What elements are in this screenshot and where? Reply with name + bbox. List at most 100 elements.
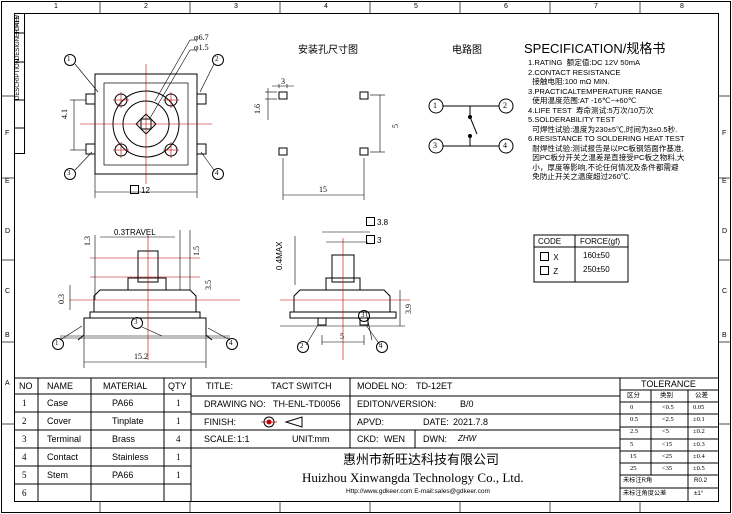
dim-left-4: 3.5 [204, 280, 213, 290]
unit-label: UNIT:mm [292, 434, 330, 444]
dim-width: 12 [130, 185, 150, 195]
bom-header-no: NO [19, 381, 33, 391]
zone-side-e: E [5, 178, 10, 185]
tolerance-header-2: 类别 [660, 392, 673, 399]
zone-side-f: F [5, 130, 10, 137]
dim-outer-diameter: φ6.7 [194, 33, 209, 42]
spec-line: 因PC板分开关之温差是直接受PC板之物料,大 [528, 153, 685, 162]
zone-top-5: 5 [414, 3, 418, 10]
spec-line: 使用温度范围:AT -16℃~+60℃ [528, 96, 637, 105]
spec-line: 6.RESISTANCE TO SOLDERING HEAT TEST [528, 134, 685, 143]
bom-cell-name: Cover [47, 416, 72, 426]
drawing-no-label: DRAWING NO: [204, 399, 266, 409]
apvd-label: APVD: [357, 417, 385, 427]
callout-right-2: 2 [300, 342, 304, 350]
tolerance-cell: 5 [630, 440, 634, 448]
spec-line: 小，厚度等影响,不论任何情况及条件都需避 [528, 162, 679, 172]
spec-line: 1.RATING 额定值:DC 12V 50mA [528, 58, 641, 67]
force-header-code: CODE [538, 237, 562, 246]
bom-cell-qty: 4 [176, 434, 181, 444]
callout-4: 4 [215, 169, 219, 177]
bom-header-qty: QTY [168, 381, 187, 391]
force-row-2-code-value: Z [553, 267, 559, 276]
spec-line: 可焊性试验:温度为230±5℃,时间为3±0.5秒. [528, 124, 678, 134]
zone-side-e-right: E [722, 178, 727, 185]
tolerance-cell: 0 [630, 404, 634, 411]
bom-cell-material: Brass [112, 434, 136, 444]
tolerance-cell: 2.5 [630, 428, 639, 436]
dim-right-max: 0.4MAX [275, 241, 284, 270]
tolerance-cell: 15 [630, 452, 637, 460]
zone-side-c: C [5, 288, 11, 295]
force-header-force: FORCE(gf) [580, 237, 620, 246]
circuit-title: 电路图 [452, 45, 482, 56]
dim-right-2-value: 3 [377, 236, 382, 245]
force-row-1-code: X [540, 252, 559, 262]
callout-1: 1 [67, 55, 71, 63]
edition-value: B/0 [460, 399, 474, 409]
spec-line: 免防止开关之温度超过260℃. [528, 172, 631, 181]
tolerance-footer-cell: R0.2 [694, 477, 708, 484]
callout-3: 3 [67, 169, 71, 177]
drawing-no-value: TH-ENL-TD0056 [273, 399, 341, 409]
title-value: TACT SWITCH [271, 381, 332, 391]
bom-header-material: MATERIAL [103, 381, 148, 391]
rev-block-date: DATE [15, 15, 21, 31]
dim-right-2: 3 [366, 235, 381, 245]
spec-line: 接触电阻:100 mΩ MIN. [528, 77, 610, 86]
force-row-1-value: 160±50 [583, 251, 610, 260]
spec-line: 2.CONTACT RESISTANCE [528, 67, 621, 77]
tolerance-footer-cell: ±1° [694, 489, 704, 497]
circuit-pin-2: 2 [503, 101, 507, 110]
company-contact: Http://www.gdkeer.com E-mail:sales@gdkee… [346, 488, 490, 495]
tolerance-footer-cell: 未标注角度公差 [623, 489, 667, 497]
tolerance-header-1: 区分 [627, 392, 640, 399]
callout-left-4: 4 [229, 339, 233, 347]
finish-label: FINISH: [204, 417, 237, 427]
mounting-dim-b: 1.6 [253, 104, 262, 114]
callout-right-3: 3 [361, 311, 365, 319]
zone-top-8: 8 [680, 3, 684, 10]
mounting-dim-d: 15 [319, 185, 327, 194]
tolerance-cell: ±0.1 [693, 416, 705, 424]
callout-right-4: 4 [379, 342, 383, 350]
tolerance-cell: <15 [662, 440, 673, 448]
callout-2: 2 [215, 55, 219, 63]
bom-cell-material: PA66 [112, 470, 134, 480]
title-label: TITLE: [206, 381, 234, 391]
scale-label: SCALE: [204, 434, 237, 444]
rev-block-designer: DESIGNER [15, 28, 21, 60]
dim-inner-diameter: φ1.5 [194, 43, 209, 52]
dim-right-4: 5 [340, 332, 344, 341]
bom-cell-name: Contact [47, 452, 79, 462]
spec-line: 5.SOLDERABILITY TEST [528, 115, 616, 124]
zone-side-c-right: C [722, 288, 728, 295]
mounting-title: 安装孔尺寸图 [298, 45, 358, 56]
zone-side-a: A [5, 380, 10, 387]
dim-width-value: 12 [141, 186, 150, 195]
bom-cell-name: Stem [47, 470, 69, 480]
bom-cell-no: 6 [22, 488, 27, 498]
callout-left-1: 1 [55, 339, 59, 347]
zone-top-2: 2 [144, 3, 148, 10]
bom-cell-name: Terminal [47, 434, 82, 444]
ckd-label: CKD: [357, 434, 379, 444]
tolerance-footer-cell: 未标注R角 [623, 477, 653, 484]
dim-left-width: 15.2 [134, 352, 148, 361]
tolerance-cell: ±0.2 [693, 428, 705, 436]
dwn-value: ZHW [458, 434, 477, 443]
dim-right-1: 3.8 [366, 217, 388, 227]
edition-label: EDITON/VERSION: [357, 399, 437, 409]
zone-side-d: D [5, 228, 11, 235]
zone-side-b: B [5, 332, 10, 339]
dim-right-3: 3.9 [404, 304, 413, 314]
tolerance-title: TOLERANCE [641, 379, 696, 389]
dim-right-1-value: 3.8 [377, 218, 389, 227]
bom-cell-qty: 1 [176, 470, 181, 480]
tolerance-cell: ±0.3 [693, 440, 705, 448]
date-value: 2021.7.8 [453, 417, 489, 427]
tolerance-cell: ±0.4 [693, 452, 705, 460]
